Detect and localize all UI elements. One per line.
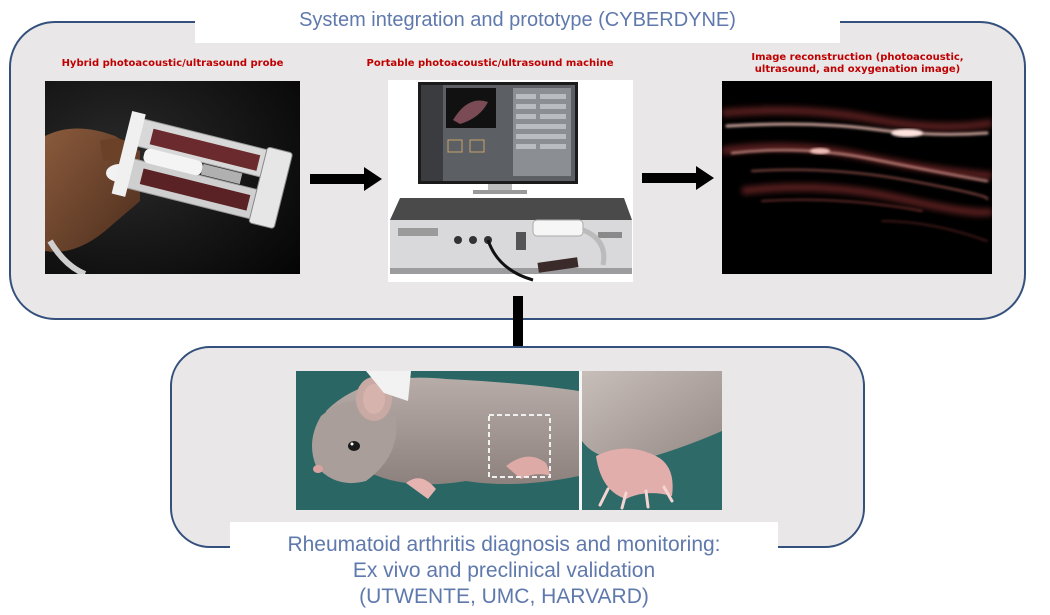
- probe-photo: [45, 81, 300, 274]
- top-section-title: System integration and prototype (CYBERD…: [195, 0, 840, 43]
- reconstruction-caption: Image reconstruction (photoacoustic, ult…: [720, 52, 995, 76]
- machine-caption: Portable photoacoustic/ultrasound machin…: [366, 58, 614, 69]
- reconstruction-image: [722, 81, 992, 274]
- bottom-title-line-3: (UTWENTE, UMC, HARVARD): [359, 585, 649, 608]
- arrow-right-2: [642, 166, 714, 190]
- arrow-right-1: [310, 167, 382, 191]
- bottom-title-line-2: Ex vivo and preclinical validation: [352, 559, 656, 582]
- machine-photo: [388, 80, 633, 282]
- bottom-section-title: Rheumatoid arthritis diagnosis and monit…: [230, 522, 778, 615]
- reconstruction-caption-line-1: Image reconstruction (photoacoustic,: [751, 52, 964, 63]
- bottom-title-line-1: Rheumatoid arthritis diagnosis and monit…: [287, 533, 721, 556]
- probe-caption: Hybrid photoacoustic/ultrasound probe: [61, 58, 284, 69]
- mouse-photo: [296, 371, 722, 510]
- reconstruction-caption-line-2: ultrasound, and oxygenation image): [754, 64, 961, 75]
